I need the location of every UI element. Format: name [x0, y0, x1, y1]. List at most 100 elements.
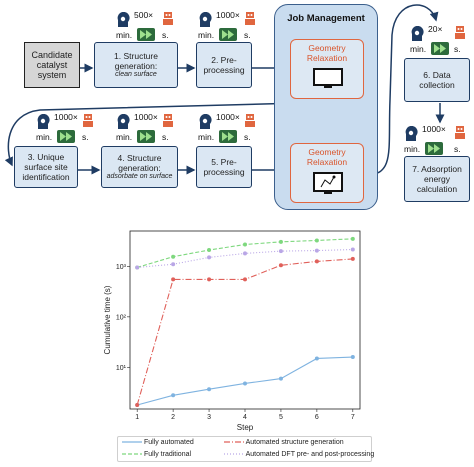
cumulative-time-chart: 1 2 3 4 5 6 7 10¹ 10² 10³ Step Cumulative time (s…: [103, 230, 361, 432]
data-point: [278, 376, 283, 381]
step2-title: 2. Pre-processing: [203, 55, 245, 75]
x-tick-label: 2: [171, 414, 175, 421]
geometry-relaxation-label: Geometry Relaxation: [306, 147, 348, 167]
x-tick-label: 5: [279, 414, 283, 421]
robot-icon: [455, 126, 465, 139]
multiplier: 20×: [428, 24, 443, 34]
legend-label: Automated DFT pre- and post-processing: [245, 451, 375, 458]
legend-label: Fully automated: [143, 439, 194, 446]
data-point: [135, 265, 140, 270]
legend-label: Fully traditional: [143, 451, 192, 458]
monitor-icon: [313, 68, 343, 88]
step6-title: 6. Data collection: [419, 70, 455, 90]
data-point: [243, 242, 247, 247]
multiplier: 1000×: [216, 112, 240, 122]
x-tick-label: 4: [243, 414, 247, 421]
fast-forward-icon: [219, 28, 237, 41]
data-point: [278, 249, 283, 254]
legend-item-automated-structure-generation: Automated structure generation: [224, 439, 344, 446]
multiplier: 1000×: [134, 112, 158, 122]
data-point: [207, 277, 212, 282]
data-point: [350, 236, 355, 241]
job-management-panel: Job Management Geometry Relaxation Geome…: [274, 4, 378, 210]
candidate-label: Candidate catalyst system: [31, 50, 73, 80]
step5-title: 5. Pre-processing: [203, 157, 245, 177]
s-label: s.: [82, 132, 89, 142]
fast-forward-icon: [137, 28, 155, 41]
geometry-relaxation-box-bottom: Geometry Relaxation: [290, 143, 364, 203]
data-point: [314, 259, 319, 264]
data-point: [171, 254, 176, 259]
data-point: [314, 238, 319, 243]
data-point: [314, 356, 319, 361]
robot-icon: [163, 114, 173, 127]
multiplier: 1000×: [422, 124, 446, 134]
legend-item-fully-traditional: Fully traditional: [122, 451, 191, 458]
fast-forward-icon: [425, 142, 443, 155]
robot-icon: [245, 114, 255, 127]
multiplier: 500×: [134, 10, 154, 20]
robot-icon: [163, 12, 173, 25]
x-tick-label: 6: [315, 414, 319, 421]
data-point: [314, 248, 319, 253]
head-gear-icon: [199, 12, 212, 27]
x-tick-label: 1: [135, 414, 139, 421]
y-tick-label: 10³: [116, 264, 127, 271]
step1-sub: clean surface: [115, 71, 157, 78]
min-label: min.: [116, 30, 133, 40]
data-point: [350, 256, 355, 261]
robot-icon: [455, 26, 465, 39]
data-point: [207, 248, 212, 253]
step4-box: 4. Structure generation: adsorbate on su…: [101, 146, 178, 188]
s-label: s.: [162, 30, 169, 40]
data-point: [350, 247, 355, 252]
candidate-catalyst-box: Candidate catalyst system: [24, 42, 80, 88]
multiplier: 1000×: [216, 10, 240, 20]
multiplier: 1000×: [54, 112, 78, 122]
legend-item-automated-dft: Automated DFT pre- and post-processing: [224, 451, 374, 458]
monitor-molecule-icon: [313, 172, 343, 194]
data-point: [171, 262, 176, 267]
min-label: min.: [404, 144, 421, 154]
min-label: min.: [410, 44, 427, 54]
step4-sub: adsorbate on surface: [106, 173, 173, 180]
job-management-title: Job Management: [287, 13, 365, 24]
data-point: [278, 239, 283, 244]
geometry-relaxation-box-top: Geometry Relaxation: [290, 39, 364, 99]
geometry-relaxation-label: Geometry Relaxation: [306, 43, 348, 63]
data-point: [243, 381, 247, 386]
x-tick-label: 7: [351, 414, 355, 421]
legend-item-fully-automated: Fully automated: [122, 439, 194, 446]
head-gear-icon: [199, 114, 212, 129]
data-point: [171, 277, 176, 282]
y-tick-label: 10¹: [116, 365, 127, 372]
x-axis-label: Step: [237, 423, 254, 432]
data-point: [278, 263, 283, 268]
y-tick-label: 10²: [116, 314, 127, 321]
legend-label: Automated structure generation: [245, 439, 344, 446]
step3-title: 3. Unique surface site identification: [22, 152, 70, 182]
robot-icon: [245, 12, 255, 25]
step1-box: 1. Structure generation: clean surface: [94, 42, 178, 88]
fast-forward-icon: [57, 130, 75, 143]
data-point: [207, 255, 212, 260]
step2-box: 2. Pre-processing: [196, 42, 252, 88]
s-label: s.: [454, 144, 461, 154]
head-gear-icon: [405, 126, 418, 141]
data-point: [135, 402, 140, 407]
head-gear-icon: [411, 26, 424, 41]
data-point: [171, 393, 176, 398]
chart-legend: Fully automated Fully traditional Automa…: [117, 436, 374, 462]
fast-forward-icon: [137, 130, 155, 143]
min-label: min.: [198, 132, 215, 142]
y-axis-label: Cumulative time (s): [103, 285, 112, 354]
s-label: s.: [244, 30, 251, 40]
step5-box: 5. Pre-processing: [196, 146, 252, 188]
step7-title: 7. Adsorption energy calculation: [412, 164, 462, 194]
x-tick-label: 3: [207, 414, 211, 421]
fast-forward-icon: [219, 130, 237, 143]
head-gear-icon: [37, 114, 50, 129]
robot-icon: [83, 114, 93, 127]
min-label: min.: [116, 132, 133, 142]
data-point: [243, 277, 247, 282]
